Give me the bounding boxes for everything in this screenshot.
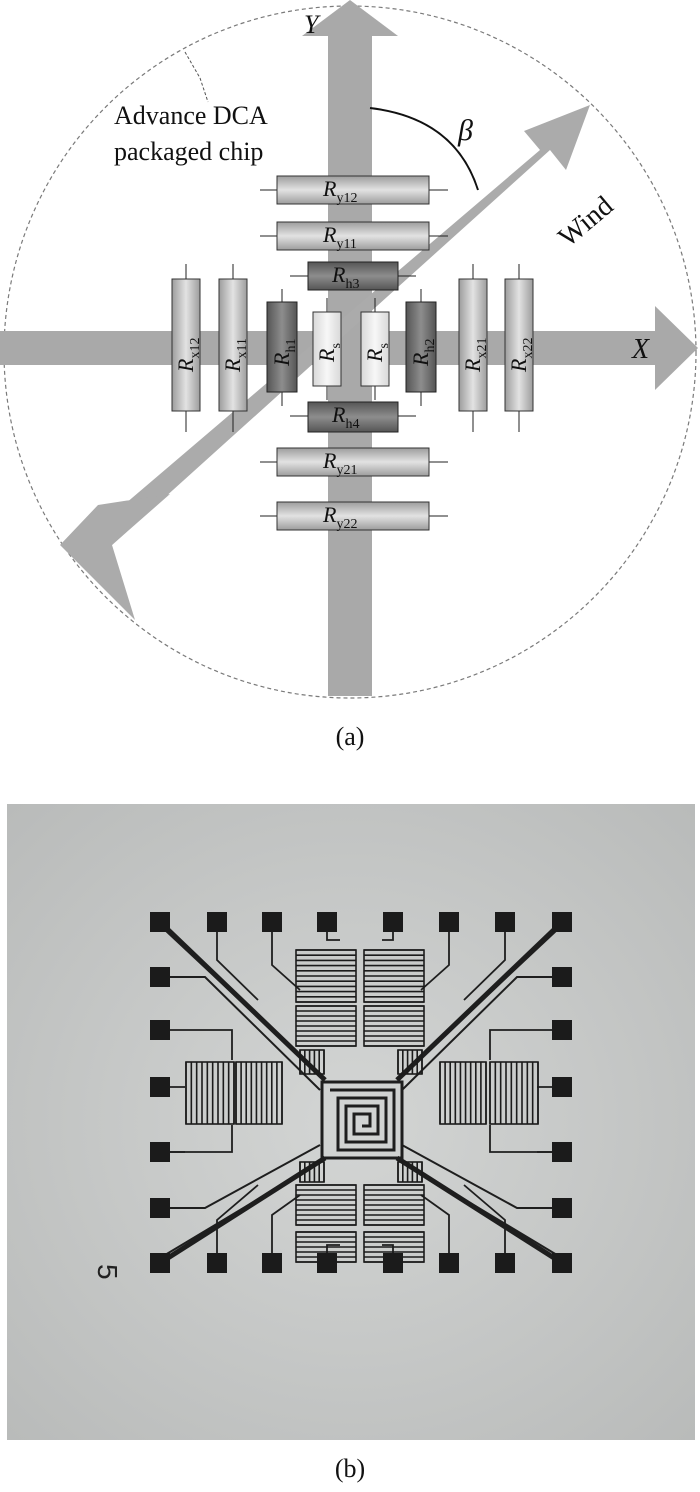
bond-pad [150, 1142, 170, 1162]
caption-b: (b) [334, 1454, 366, 1483]
resistor-rh2 [405, 289, 437, 406]
label-ry12: Ry12 [322, 176, 357, 206]
label-rx21: Rx21 [460, 338, 490, 373]
bond-pad [150, 1020, 170, 1040]
bond-pad [317, 912, 337, 932]
label-rs2: Rs [362, 343, 392, 363]
bond-pad [552, 1142, 572, 1162]
meander-pattern [299, 1161, 325, 1183]
label-ry22: Ry22 [322, 502, 357, 532]
bond-pad [207, 912, 227, 932]
bond-pad [495, 912, 515, 932]
beta-label: β [457, 114, 473, 147]
label-rh1: Rh1 [269, 339, 299, 367]
bond-pad [150, 1253, 170, 1273]
bond-pad [552, 1020, 572, 1040]
bond-pads [150, 912, 572, 1273]
lead-traces [160, 922, 562, 1263]
diagonal-traces [158, 920, 564, 1266]
chip-metal-layer [158, 920, 564, 1266]
meander-pattern [295, 1184, 357, 1226]
label-rx12: Rx12 [173, 338, 203, 373]
label-rh4: Rh4 [331, 402, 359, 432]
meander-pattern [363, 1005, 425, 1047]
meander-pattern [295, 949, 357, 1003]
bond-pad [317, 1253, 337, 1273]
meander-pattern [235, 1061, 283, 1125]
resistor-ry22 [260, 501, 448, 531]
resistor-rx21 [458, 264, 488, 432]
resistor-rh3 [290, 261, 416, 291]
bond-pad [552, 1077, 572, 1097]
bond-pad [150, 1077, 170, 1097]
y-axis-label: Y [304, 10, 321, 39]
meander-pattern [295, 1231, 357, 1263]
resistor-rs1 [312, 298, 342, 400]
bond-pad [439, 1253, 459, 1273]
bond-pad [383, 1253, 403, 1273]
chip-label-leader [184, 51, 209, 103]
bond-pad [150, 967, 170, 987]
label-rs1: Rs [314, 343, 344, 363]
resistor-rx12 [171, 264, 201, 432]
central-spiral [320, 1080, 404, 1160]
resistor-rx22 [504, 264, 534, 432]
chip-marker-number: 5 [92, 1264, 123, 1280]
resistor-rh1 [266, 289, 298, 406]
bond-pad [150, 912, 170, 932]
label-ry11: Ry11 [322, 222, 357, 252]
meander-pattern [363, 949, 425, 1003]
bond-pad [439, 912, 459, 932]
resistor-ry12 [260, 175, 448, 205]
label-rx22: Rx22 [506, 338, 536, 373]
resistor-ry21 [260, 447, 448, 477]
bond-pad [262, 912, 282, 932]
resistor-rh4 [290, 401, 416, 433]
wind-label: Wind [553, 190, 620, 253]
bond-pad [207, 1253, 227, 1273]
meander-resistors [185, 949, 539, 1263]
bond-pad [552, 1253, 572, 1273]
bond-pad [552, 1198, 572, 1218]
secondary-diagonal-traces [160, 929, 562, 1256]
beta-angle-arc [369, 107, 479, 191]
caption-a: (a) [335, 722, 365, 751]
bond-pad [262, 1253, 282, 1273]
meander-pattern [397, 1161, 423, 1183]
resistor-ry11 [260, 221, 448, 251]
resistor-rs2 [360, 298, 390, 400]
bond-pad [552, 912, 572, 932]
meander-pattern [299, 1049, 325, 1075]
bond-pad [552, 967, 572, 987]
label-rx11: Rx11 [220, 338, 250, 373]
label-ry21: Ry21 [322, 448, 357, 478]
meander-pattern [439, 1061, 487, 1125]
meander-pattern [363, 1184, 425, 1226]
bond-pad [383, 912, 403, 932]
bond-pad [495, 1253, 515, 1273]
bond-pad [150, 1198, 170, 1218]
meander-pattern [363, 1231, 425, 1263]
meander-pattern [489, 1061, 539, 1125]
sensor-schematic: Ry12 Ry11 Rh3 Rh4 Ry21 Ry22 Rx12 Rx11 Rh… [0, 0, 698, 699]
meander-pattern [295, 1005, 357, 1047]
chip-label-line2: packaged chip [114, 137, 263, 166]
x-axis-label: X [631, 334, 650, 365]
micrograph-background [7, 804, 695, 1440]
meander-pattern [185, 1061, 235, 1125]
meander-pattern [397, 1049, 423, 1075]
wind-arrow [60, 105, 590, 620]
resistor-rx11 [218, 264, 248, 432]
chip-label-line1: Advance DCA [114, 101, 268, 130]
label-rh3: Rh3 [331, 262, 359, 292]
label-rh2: Rh2 [408, 339, 438, 367]
